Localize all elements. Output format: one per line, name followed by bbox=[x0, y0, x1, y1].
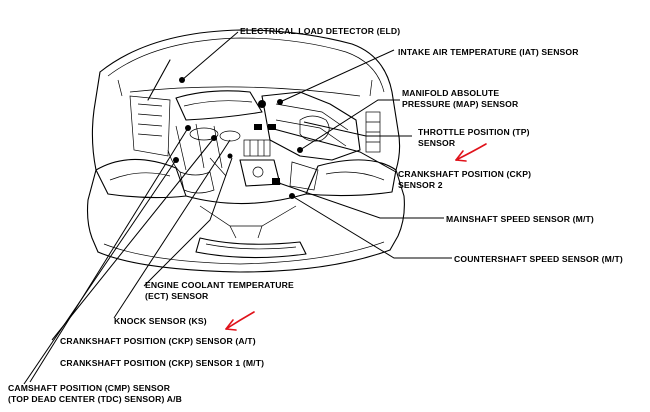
label-ckp1-mt: CRANKSHAFT POSITION (CKP) SENSOR 1 (M/T) bbox=[60, 358, 264, 368]
label-knock: KNOCK SENSOR (KS) bbox=[114, 316, 207, 326]
label-eld: ELECTRICAL LOAD DETECTOR (ELD) bbox=[240, 26, 400, 36]
label-tp-line1: THROTTLE POSITION (TP) bbox=[418, 127, 530, 137]
red-arrow-ckp-at bbox=[225, 311, 255, 330]
label-iat: INTAKE AIR TEMPERATURE (IAT) SENSOR bbox=[398, 47, 579, 57]
sensor-labels: ELECTRICAL LOAD DETECTOR (ELD) INTAKE AI… bbox=[8, 26, 623, 404]
label-cmp-line1: CAMSHAFT POSITION (CMP) SENSOR bbox=[8, 383, 171, 393]
label-ckp2-line1: CRANKSHAFT POSITION (CKP) bbox=[398, 169, 531, 179]
label-map-line1: MANIFOLD ABSOLUTE bbox=[402, 88, 499, 98]
engine-bay bbox=[129, 77, 381, 199]
label-mainshaft: MAINSHAFT SPEED SENSOR (M/T) bbox=[446, 214, 594, 224]
car-illustration bbox=[86, 29, 405, 273]
red-arrow-ckp2 bbox=[455, 143, 487, 161]
label-ect-line1: ENGINE COOLANT TEMPERATURE bbox=[145, 280, 294, 290]
label-ckp2-line2: SENSOR 2 bbox=[398, 180, 443, 190]
red-annotation-arrows bbox=[225, 143, 487, 331]
label-tp-line2: SENSOR bbox=[418, 138, 456, 148]
label-ckp-at: CRANKSHAFT POSITION (CKP) SENSOR (A/T) bbox=[60, 336, 256, 346]
leader-lines bbox=[23, 31, 452, 385]
label-cmp-line2: (TOP DEAD CENTER (TDC) SENSOR) A/B bbox=[8, 394, 182, 404]
label-ect-line2: (ECT) SENSOR bbox=[145, 291, 209, 301]
label-map-line2: PRESSURE (MAP) SENSOR bbox=[402, 99, 519, 109]
label-countershaft: COUNTERSHAFT SPEED SENSOR (M/T) bbox=[454, 254, 623, 264]
